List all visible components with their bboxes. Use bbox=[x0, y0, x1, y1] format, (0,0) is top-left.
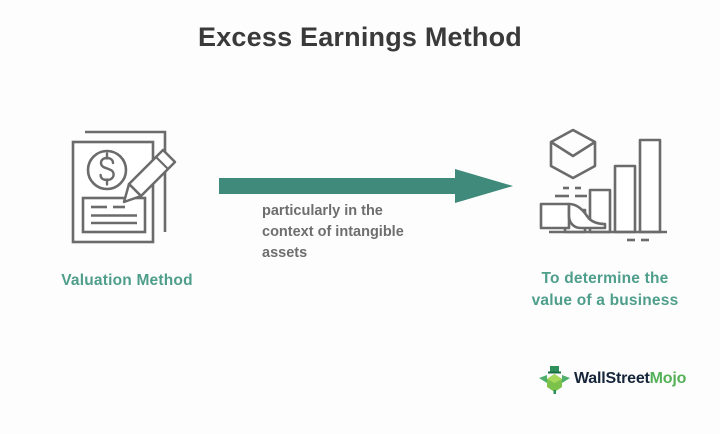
arrow-caption: particularly in the context of intangibl… bbox=[262, 201, 472, 264]
left-concept-block: Valuation Method bbox=[22, 118, 232, 290]
right-concept-block: To determine the value of a business bbox=[500, 118, 710, 312]
wallstreetmojo-logo[interactable]: WallStreetMojo bbox=[538, 362, 686, 396]
logo-text-primary: WallStreet bbox=[574, 370, 650, 387]
wallstreetmojo-logo-mark bbox=[538, 363, 570, 395]
arrow-caption-line-3: assets bbox=[262, 245, 308, 261]
right-concept-label: To determine the value of a business bbox=[500, 268, 710, 312]
arrow-caption-line-1: particularly in the bbox=[262, 203, 383, 219]
valuation-document-icon bbox=[67, 118, 187, 248]
left-concept-label: Valuation Method bbox=[61, 272, 193, 289]
hand-box-bar-chart-icon bbox=[535, 118, 675, 248]
rightward-arrow bbox=[215, 168, 515, 204]
arrow-caption-line-2: context of intangible bbox=[262, 224, 404, 240]
wallstreetmojo-logo-text: WallStreetMojo bbox=[574, 370, 686, 388]
right-concept-label-line-2: value of a business bbox=[531, 292, 679, 309]
logo-text-accent: Mojo bbox=[649, 370, 687, 387]
right-concept-label-line-1: To determine the bbox=[541, 270, 669, 287]
page-title: Excess Earnings Method bbox=[198, 22, 522, 52]
